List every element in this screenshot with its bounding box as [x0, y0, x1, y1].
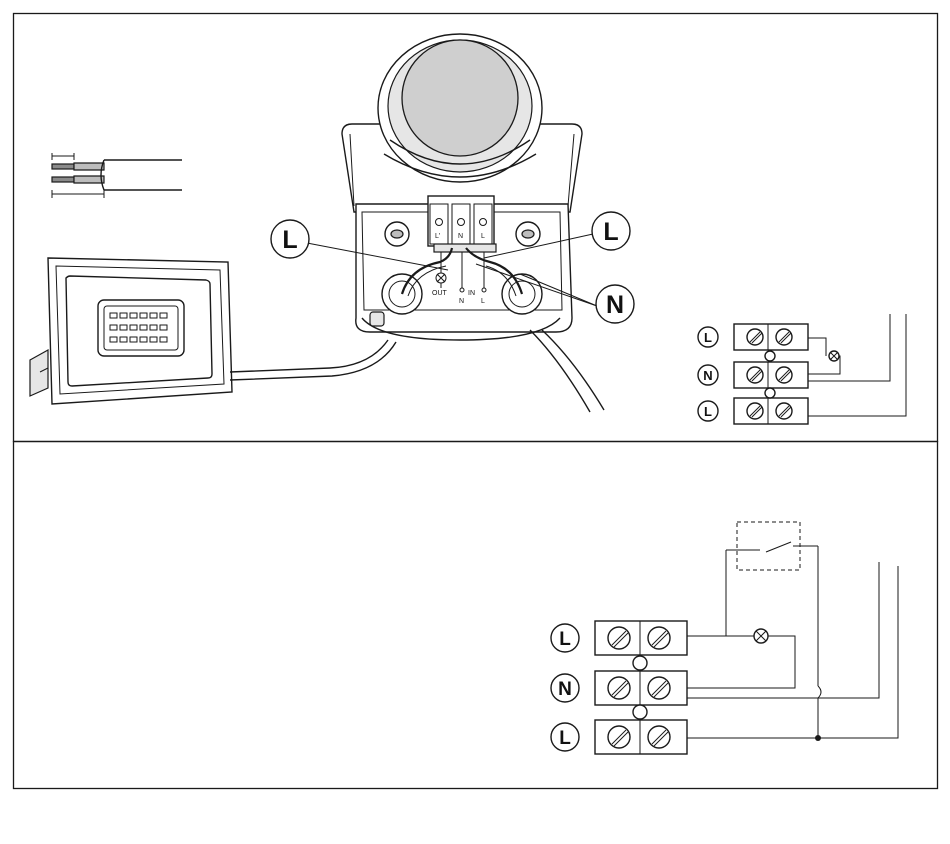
screw	[776, 367, 792, 383]
screw	[608, 627, 630, 649]
screw	[608, 726, 630, 748]
switch-enclosure	[737, 522, 800, 570]
screw	[648, 726, 670, 748]
terminal-block-large: L N L	[551, 522, 898, 754]
switch-symbol	[726, 542, 818, 552]
small-label-n: N	[703, 368, 712, 383]
panel-bottom-frame	[14, 442, 938, 789]
callout-l-left-letter: L	[282, 226, 297, 254]
terminal-label-l: L	[481, 233, 485, 240]
screw	[648, 627, 670, 649]
large-label-l-top: L	[559, 629, 571, 650]
callout-n: N	[596, 285, 634, 323]
screw	[747, 367, 763, 383]
terminal-label-n-bottom: N	[459, 298, 464, 305]
terminal-label-n: N	[458, 233, 463, 240]
lamp-symbol-large	[754, 629, 768, 643]
callout-l-right-letter: L	[603, 218, 618, 246]
large-label-n: N	[558, 679, 572, 700]
screw	[776, 403, 792, 419]
callout-l-right: L	[592, 212, 630, 250]
terminal-label-l-bottom: L	[481, 298, 485, 305]
terminal-label-out: OUT	[432, 290, 448, 297]
callout-n-letter: N	[606, 291, 624, 319]
large-label-l-bottom: L	[559, 728, 571, 749]
small-label-l-top: L	[704, 330, 712, 345]
screw	[608, 677, 630, 699]
screw	[776, 329, 792, 345]
flood-light-illustration	[30, 258, 396, 404]
cable-strip-illustration	[52, 153, 182, 198]
callout-l-left: L	[271, 220, 309, 258]
junction-dot	[815, 735, 821, 741]
screw	[648, 677, 670, 699]
terminal-block-small: L N L	[698, 314, 906, 424]
screw	[747, 329, 763, 345]
screw	[747, 403, 763, 419]
small-label-l-bottom: L	[704, 404, 712, 419]
terminal-label-l-prime: L'	[435, 233, 440, 240]
terminal-label-in: IN	[468, 290, 475, 297]
motion-sensor-illustration: L' N L OUT IN N L	[307, 34, 604, 412]
